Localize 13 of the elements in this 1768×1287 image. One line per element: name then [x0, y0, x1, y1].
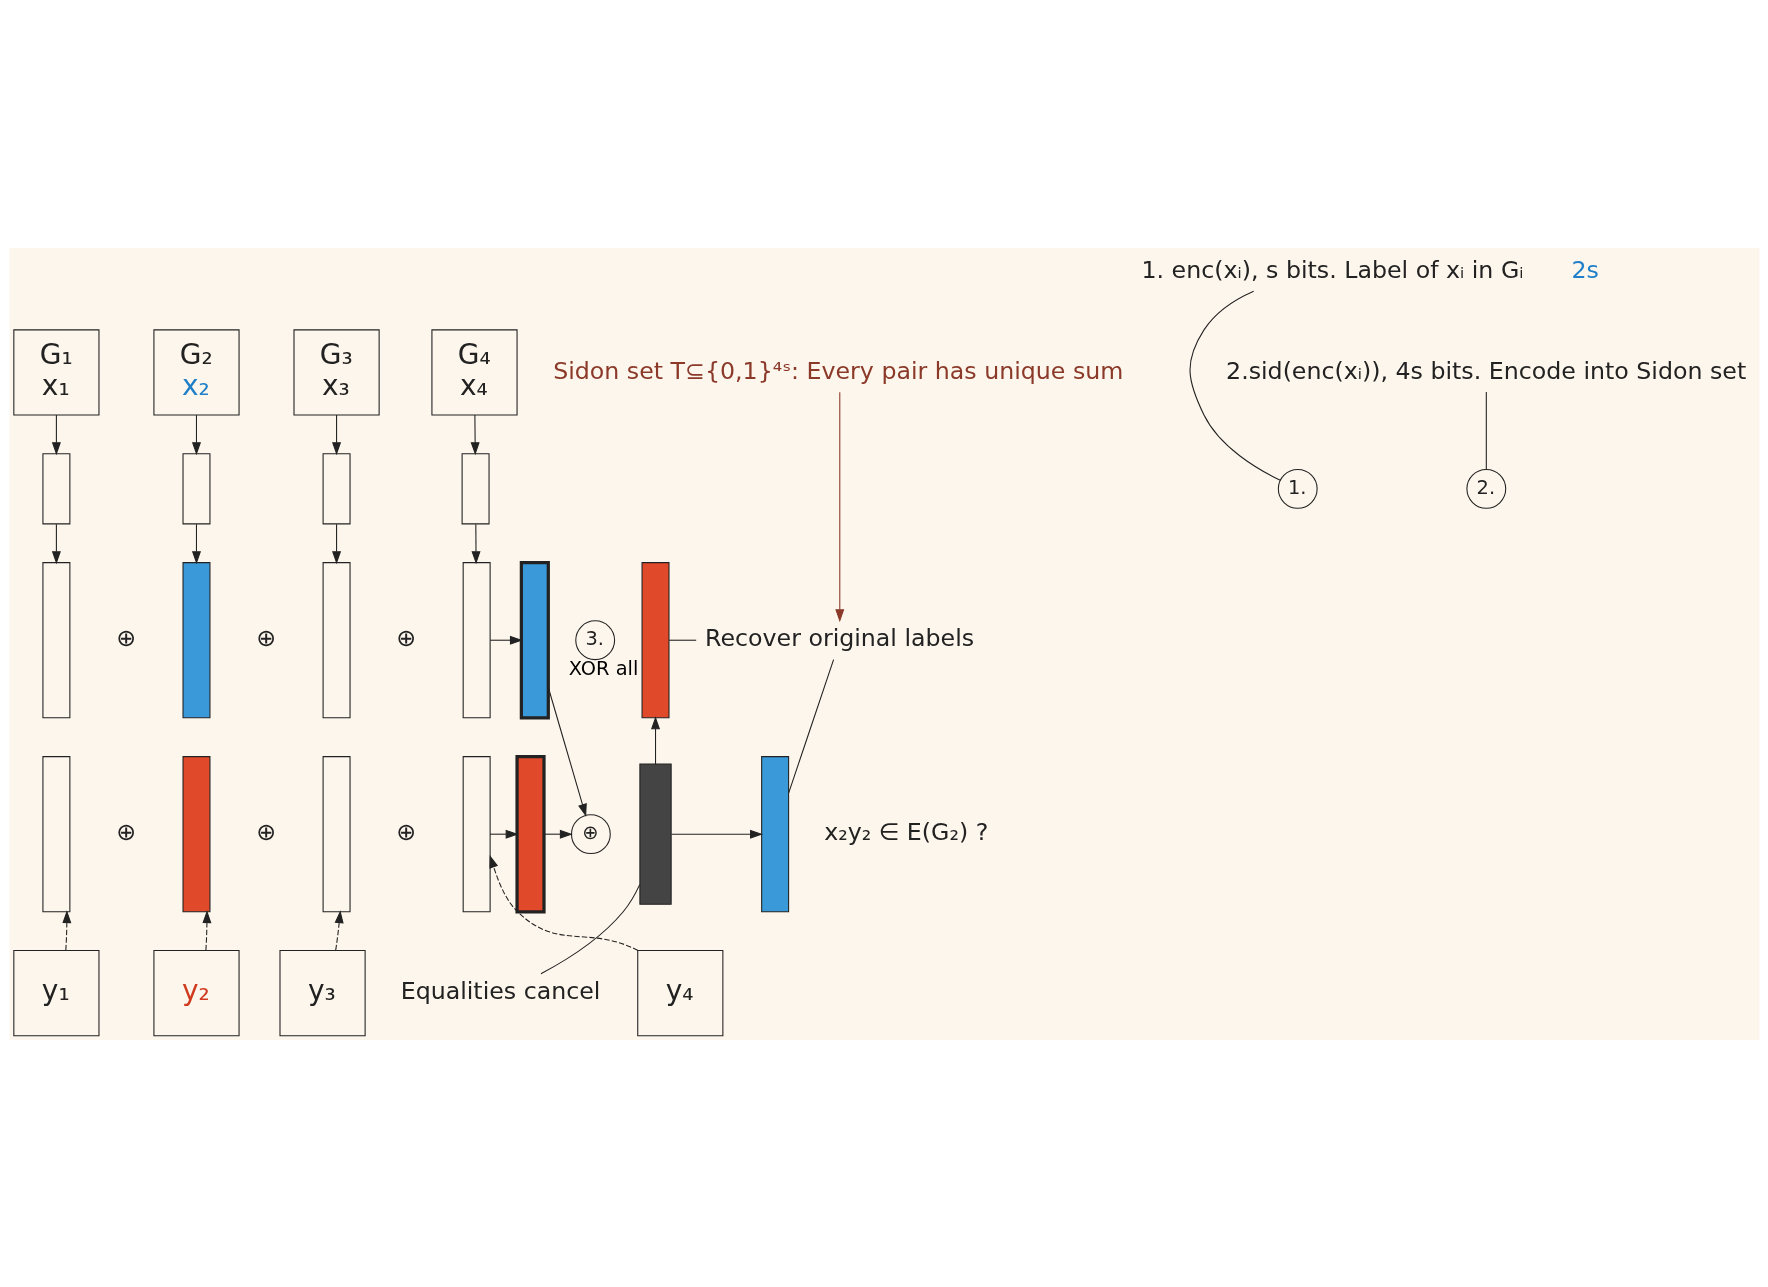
label: ⊕	[115, 817, 136, 846]
label: ⊕	[115, 623, 136, 652]
label: 2s	[1570, 255, 1599, 284]
label: x₂y₂ ∈ E(G₂) ?	[823, 817, 988, 846]
node-text: Sidon set T⊆{0,1}⁴ˢ: Every pair has unique sum	[552, 355, 1123, 384]
label: ⊕	[255, 817, 276, 846]
node-text: 2.sid(enc(xᵢ)), 4s bits. Encode into Sidon set	[1225, 355, 1746, 384]
label: ⊕	[395, 817, 416, 846]
node-text: Recover original labels	[704, 623, 974, 652]
label: ⊕	[395, 623, 416, 652]
node-text: 1. enc(xᵢ), s bits. Label of xᵢ in Gᵢ	[1141, 255, 1523, 284]
node-text: Equalities cancel	[400, 976, 600, 1005]
label: ⊕	[255, 623, 276, 652]
